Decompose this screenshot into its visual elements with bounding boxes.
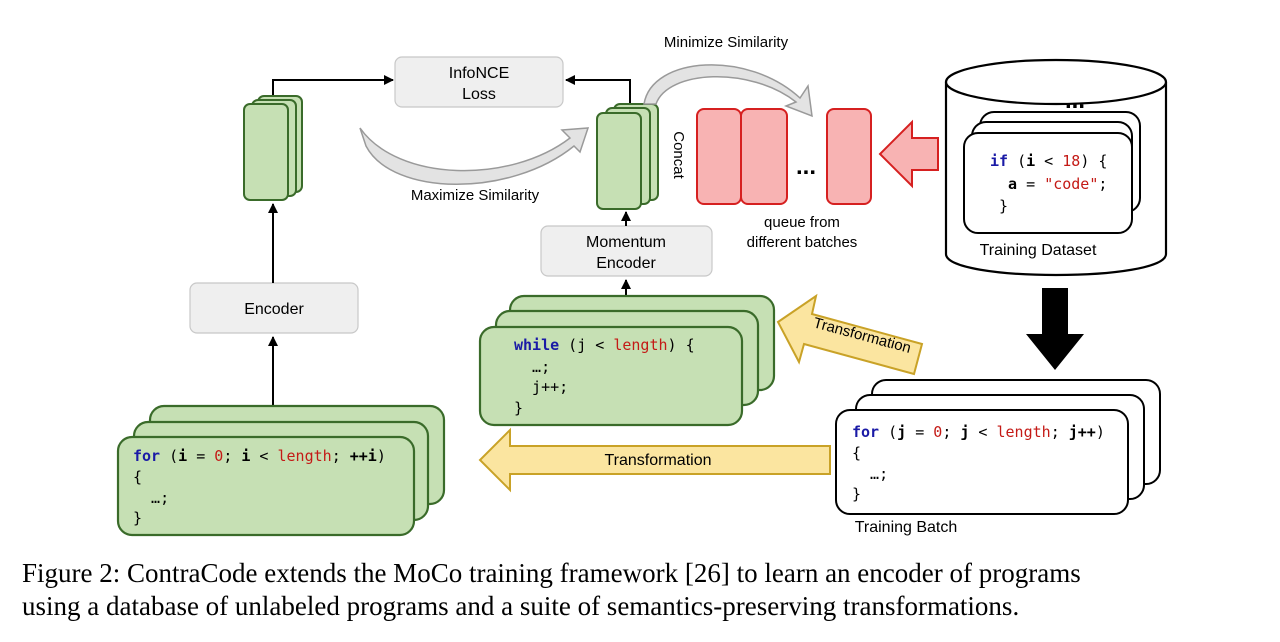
queue-label-line1: queue from: [764, 214, 840, 231]
transformation-arrow-small: Transformation: [776, 293, 924, 376]
loss-label-line2: Loss: [462, 86, 496, 103]
while-code-line2: …;: [514, 358, 550, 376]
key-embedding-stack: [596, 103, 659, 210]
batch-code-line1: for (j = 0; j < length; j++): [852, 423, 1105, 441]
query-embedding-stack: [243, 95, 303, 201]
momentum-label-line2: Encoder: [596, 255, 656, 272]
transformation-arrow-large: Transformation: [478, 427, 831, 493]
dataset-to-batch-arrow: [1026, 288, 1084, 370]
dataset-code-line3: }: [990, 197, 1008, 215]
batch-code-line4: }: [852, 485, 861, 503]
dataset-to-queue-arrow: [878, 119, 939, 189]
momentum-label-line1: Momentum: [586, 234, 666, 251]
while-code-line4: }: [514, 399, 523, 417]
contracode-diagram: InfoNCE Loss Concat Minimize Similarity …: [116, 34, 1168, 537]
loss-label-line1: InfoNCE: [449, 65, 509, 82]
encoder-box: Encoder: [189, 282, 359, 334]
training-batch-label: Training Batch: [855, 519, 958, 536]
for-code-line4: }: [133, 509, 142, 527]
batch-code-line2: {: [852, 444, 861, 462]
minimize-similarity-label: Minimize Similarity: [664, 34, 789, 51]
caption-line2: using a database of unlabeled programs a…: [22, 591, 1020, 621]
for-code-line3: …;: [133, 489, 169, 507]
while-code-line3: j++;: [514, 378, 568, 396]
transformation-label-large: Transformation: [605, 452, 712, 469]
training-batch-stack: [835, 379, 1161, 515]
dataset-code-line2: a = "code";: [990, 175, 1107, 193]
dataset-ellipsis: ...: [1065, 87, 1085, 114]
encoder-label: Encoder: [244, 301, 304, 318]
concat-label: Concat: [670, 131, 687, 179]
negative-queue: [696, 108, 872, 205]
caption-line1: Figure 2: ContraCode extends the MoCo tr…: [22, 558, 1081, 588]
maximize-similarity-label: Maximize Similarity: [411, 187, 540, 204]
maximize-similarity-arrow: [359, 127, 590, 185]
while-program-stack: [478, 294, 776, 427]
training-dataset-label: Training Dataset: [980, 242, 1097, 259]
minimize-similarity-arrow: [643, 64, 813, 118]
dataset-code-line1: if (i < 18) {: [990, 152, 1107, 170]
while-code-line1: while (j < length) {: [514, 336, 695, 354]
momentum-encoder-box: Momentum Encoder: [540, 225, 713, 277]
queue-label-line2: different batches: [747, 234, 858, 251]
queue-ellipsis: ...: [796, 153, 816, 180]
for-program-stack: [116, 404, 446, 537]
figure-caption: Figure 2: ContraCode extends the MoCo tr…: [22, 557, 1272, 623]
dataset-program-stack: [963, 111, 1141, 234]
batch-code-line3: …;: [852, 465, 888, 483]
infonce-loss-box: InfoNCE Loss: [394, 56, 564, 108]
for-code-line1: for (i = 0; i < length; ++i): [133, 447, 386, 465]
for-code-line2: {: [133, 468, 142, 486]
